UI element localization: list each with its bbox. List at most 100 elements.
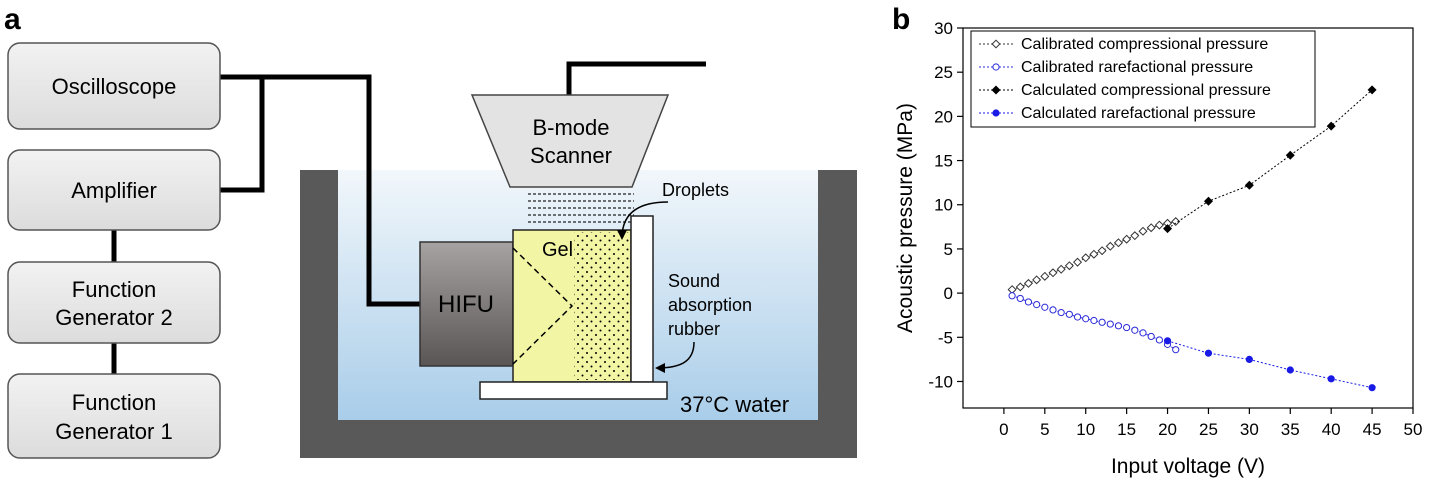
function-generator-2-label-line1: Function — [72, 277, 156, 302]
x-tick-label: 40 — [1322, 420, 1341, 439]
data-point-series-1 — [1122, 234, 1132, 244]
y-tick-label: -10 — [928, 372, 953, 391]
data-point-series-1 — [1073, 257, 1083, 267]
data-point-series-2 — [1155, 336, 1163, 344]
hifu-label: HIFU — [438, 291, 494, 318]
data-point-series-4 — [1204, 349, 1213, 357]
x-tick-label: 15 — [1117, 420, 1136, 439]
x-tick-label: 0 — [999, 420, 1008, 439]
data-point-series-3 — [1326, 121, 1336, 131]
data-point-series-3 — [1203, 196, 1213, 206]
data-point-series-2 — [1057, 308, 1065, 317]
rubber-label-line1: Sound — [668, 271, 720, 291]
data-point-series-1 — [1146, 223, 1156, 233]
gel-phantom: Gel — [512, 229, 632, 383]
scanner-label-line2: Scanner — [530, 143, 612, 168]
data-point-series-2 — [1172, 346, 1180, 354]
data-point-series-1 — [1032, 275, 1042, 285]
rubber-label-line2: absorption — [668, 295, 752, 315]
legend-box — [970, 30, 1316, 128]
data-point-series-1 — [1154, 220, 1164, 230]
data-point-series-2 — [1139, 329, 1147, 337]
function-generator-2-box: Function Generator 2 — [7, 261, 221, 344]
y-axis-title: Acoustic pressure (MPa) — [894, 103, 917, 333]
y-tick-label: 5 — [944, 240, 953, 259]
data-point-series-1 — [1171, 217, 1181, 227]
amplifier-label: Amplifier — [71, 178, 157, 203]
legend-entry: Calculated rarefactional pressure — [1021, 105, 1256, 122]
data-point-series-1 — [1138, 226, 1148, 236]
data-point-series-1 — [1048, 268, 1058, 278]
data-point-series-2 — [1106, 320, 1114, 328]
data-point-series-2 — [1033, 301, 1041, 309]
scanner-label-line1: B-mode — [532, 115, 609, 140]
amplifier-box: Amplifier — [7, 149, 221, 231]
b-mode-scanner: B-mode Scanner — [470, 61, 706, 188]
data-point-series-1 — [1113, 238, 1123, 248]
data-point-series-2 — [1114, 322, 1123, 330]
panel-letter-b: b — [892, 3, 910, 36]
data-point-series-1 — [1064, 261, 1074, 271]
data-point-series-2 — [1131, 326, 1139, 334]
data-point-series-1 — [1040, 271, 1050, 281]
data-point-series-4 — [1368, 384, 1376, 392]
x-tick-label: 25 — [1199, 420, 1218, 439]
function-generator-2-label-line2: Generator 2 — [55, 305, 172, 330]
data-point-series-1 — [1056, 264, 1066, 274]
data-point-series-2 — [1049, 306, 1057, 314]
data-point-series-4 — [1245, 355, 1253, 363]
y-tick-label: 30 — [934, 19, 953, 38]
data-point-series-1 — [1023, 278, 1033, 288]
rubber-label-line3: rubber — [668, 319, 720, 339]
legend-marker — [991, 39, 1001, 49]
data-point-series-1 — [1105, 241, 1115, 251]
y-tick-label: 20 — [934, 107, 953, 126]
oscilloscope-label: Oscilloscope — [52, 74, 177, 99]
legend-marker — [991, 85, 1001, 95]
data-point-series-1 — [1130, 231, 1140, 241]
y-tick-label: -5 — [938, 328, 953, 347]
y-tick-label: 10 — [934, 196, 953, 215]
y-tick-label: 25 — [934, 63, 953, 82]
data-point-series-2 — [1041, 303, 1049, 311]
legend-entry: Calculated compressional pressure — [1021, 82, 1271, 99]
data-point-series-1 — [1097, 246, 1107, 256]
data-point-series-2 — [1123, 323, 1131, 332]
x-tick-label: 50 — [1404, 420, 1423, 439]
base-plate — [479, 381, 668, 400]
water-label: 37°C water — [680, 392, 789, 417]
function-generator-1-box: Function Generator 1 — [7, 373, 221, 459]
legend-entry: Calibrated rarefactional pressure — [1021, 59, 1253, 76]
hifu-cable — [366, 170, 420, 307]
data-point-series-3 — [1244, 180, 1254, 190]
data-point-series-2 — [1098, 318, 1106, 326]
data-point-series-2 — [1024, 298, 1033, 306]
function-generator-1-label-line1: Function — [72, 390, 156, 415]
data-point-series-2 — [1082, 315, 1090, 323]
hifu-transducer: HIFU — [419, 241, 514, 367]
ultrasound-beam — [528, 193, 634, 223]
legend-marker — [992, 109, 1000, 117]
series-line-3 — [1167, 89, 1373, 230]
x-tick-label: 20 — [1158, 420, 1177, 439]
droplets-label: Droplets — [662, 180, 729, 200]
x-tick-label: 5 — [1040, 420, 1049, 439]
y-tick-label: 15 — [934, 152, 953, 171]
panel-a: a Oscilloscope Amplifier Function Genera… — [4, 3, 857, 459]
y-tick-label: 0 — [944, 284, 953, 303]
data-point-series-4 — [1327, 375, 1335, 383]
x-axis-title: Input voltage (V) — [1111, 455, 1265, 478]
data-point-series-3 — [1285, 150, 1295, 160]
data-point-series-1 — [1081, 253, 1091, 263]
data-point-series-2 — [1008, 292, 1016, 300]
plot-frame — [962, 27, 1414, 409]
function-generator-1-label-line2: Generator 1 — [55, 419, 172, 444]
data-point-series-2 — [1065, 310, 1073, 318]
legend-entry: Calibrated compressional pressure — [1021, 36, 1268, 53]
absorption-rubber — [630, 215, 654, 383]
rubber-arrow — [655, 341, 695, 373]
data-point-series-2 — [1090, 316, 1098, 325]
data-point-series-4 — [1163, 337, 1172, 345]
